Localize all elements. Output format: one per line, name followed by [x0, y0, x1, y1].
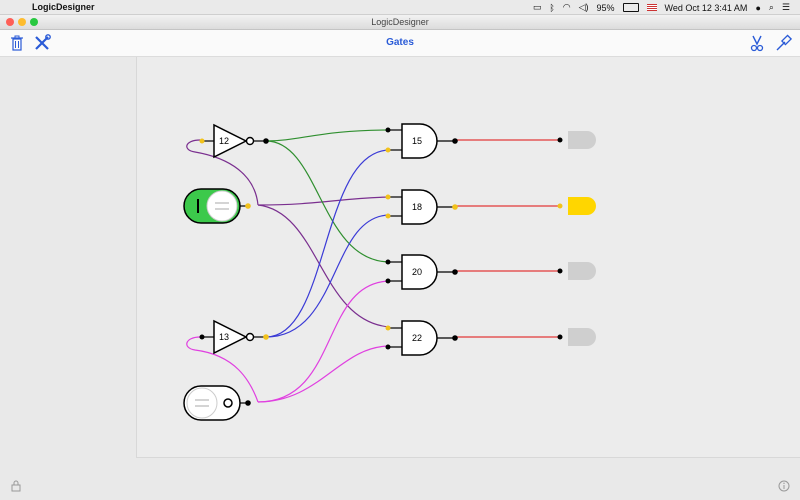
toolbar: Gates	[0, 30, 800, 57]
minimize-window-button[interactable]	[18, 18, 26, 26]
gate-label: 12	[219, 136, 229, 146]
gate-label: 18	[412, 202, 422, 212]
circuit-diagram[interactable]: 12 13	[0, 57, 800, 500]
lamp-off[interactable]	[557, 262, 597, 280]
and-gate[interactable]: 18	[385, 189, 458, 225]
window-title-bar: LogicDesigner	[0, 15, 800, 30]
user-icon[interactable]: ●	[755, 2, 761, 13]
battery-icon[interactable]	[622, 3, 639, 12]
gate-label: 13	[219, 332, 229, 342]
and-gate[interactable]: 15	[385, 123, 458, 159]
bluetooth-icon[interactable]: ᛒ	[549, 2, 555, 13]
notification-center-icon[interactable]: ☰	[781, 2, 790, 12]
not-gate[interactable]: 13	[199, 319, 269, 355]
gate-label: 15	[412, 136, 422, 146]
not-gate[interactable]: 12	[199, 123, 269, 159]
toggle-switch-off[interactable]	[183, 385, 251, 421]
info-icon[interactable]	[778, 480, 790, 492]
menu-extras: ▭ ᛒ ◠ ◁) 95% Wed Oct 12 3:41 AM ● ⌕ ☰	[533, 2, 790, 13]
menu-clock[interactable]: Wed Oct 12 3:41 AM	[664, 2, 748, 13]
menu-app-name[interactable]: LogicDesigner	[32, 2, 95, 12]
circuit-board[interactable]	[136, 57, 800, 458]
wifi-icon[interactable]: ◠	[562, 2, 571, 12]
wire-green[interactable]	[265, 129, 391, 142]
flag-icon[interactable]	[646, 4, 657, 11]
gate-label: 20	[412, 267, 422, 277]
and-gate[interactable]: 20	[385, 254, 458, 290]
spotlight-icon[interactable]: ⌕	[768, 2, 774, 12]
menu-bar: LogicDesigner ▭ ᛒ ◠ ◁) 95% Wed Oct 12 3:…	[0, 0, 800, 15]
lamp-off[interactable]	[557, 131, 597, 149]
wire-purple[interactable]	[186, 139, 259, 206]
wire-purple[interactable]	[257, 204, 391, 328]
wire-green[interactable]	[265, 140, 391, 263]
and-gate[interactable]: 22	[385, 320, 458, 356]
toolbar-title: Gates	[386, 37, 414, 48]
wire-cutter-icon[interactable]	[748, 34, 766, 52]
canvas-area[interactable]: 12 13	[0, 57, 800, 500]
lock-icon[interactable]	[10, 480, 22, 492]
volume-icon[interactable]: ◁)	[578, 2, 589, 12]
toggle-switch-on[interactable]	[183, 188, 251, 224]
wire-magenta[interactable]	[257, 280, 391, 403]
gate-label: 22	[412, 333, 422, 343]
tools-icon[interactable]	[33, 34, 51, 52]
window-controls	[6, 18, 38, 26]
lamp-off[interactable]	[557, 328, 597, 346]
window-title: LogicDesigner	[371, 17, 429, 27]
wire-magenta[interactable]	[186, 336, 259, 403]
probe-icon[interactable]	[774, 34, 792, 52]
zoom-window-button[interactable]	[30, 18, 38, 26]
wire-blue[interactable]	[265, 214, 391, 338]
airplay-icon[interactable]: ▭	[532, 2, 542, 12]
battery-percent[interactable]: 95%	[596, 2, 615, 13]
wire-blue[interactable]	[265, 149, 391, 338]
wire-magenta[interactable]	[257, 345, 391, 403]
lamp-on[interactable]	[557, 197, 597, 215]
wire-purple[interactable]	[257, 196, 391, 206]
close-window-button[interactable]	[6, 18, 14, 26]
trash-icon[interactable]	[8, 34, 26, 52]
